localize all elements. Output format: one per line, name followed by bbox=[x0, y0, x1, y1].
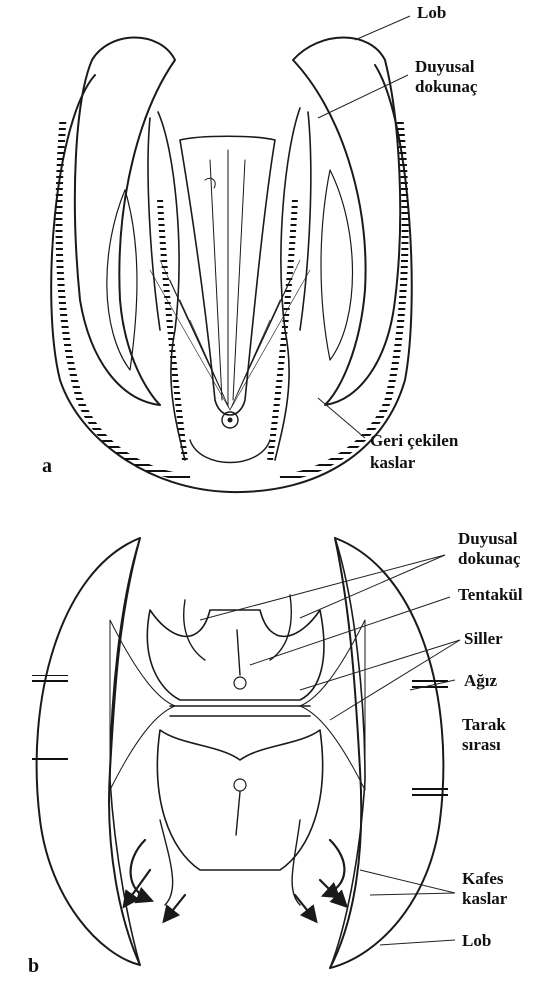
label-b-duyusal-line1: Duyusal bbox=[458, 529, 518, 548]
label-b-tarak-line1: Tarak bbox=[462, 715, 506, 734]
leader-b-kafes-2 bbox=[370, 893, 455, 895]
panel-b-comb-right-lower bbox=[412, 788, 448, 796]
panel-a-comb-row-right-outer bbox=[280, 120, 405, 478]
label-a-geri-line2: kaslar bbox=[370, 453, 416, 472]
panel-a-comb-row-left-inner bbox=[160, 200, 185, 460]
panel-b-left-body-edge bbox=[110, 538, 140, 965]
panel-a-drawing bbox=[51, 16, 412, 492]
panel-b-drawing bbox=[32, 538, 460, 968]
panel-a-comb-row-right-inner bbox=[270, 200, 295, 460]
panel-b-lower-oral-lobes bbox=[157, 730, 322, 870]
label-b-tentakul: Tentakül bbox=[458, 585, 523, 604]
panel-b-tentakul-stalk bbox=[237, 630, 240, 675]
panel-b-lower-mouth bbox=[234, 779, 246, 791]
panel-a-tag: a bbox=[42, 455, 52, 477]
leader-b-duyusal-2 bbox=[300, 555, 445, 618]
panel-b-comb-right-upper bbox=[412, 680, 448, 688]
leader-a-lob bbox=[355, 16, 410, 40]
label-a-geri-line1: Geri çekilen bbox=[370, 431, 459, 450]
leader-b-kafes-1 bbox=[360, 870, 455, 893]
label-b-agiz: Ağız bbox=[464, 671, 498, 690]
panel-a-statocyst-center bbox=[228, 418, 233, 423]
label-b-kafes-line1: Kafes bbox=[462, 869, 504, 888]
panel-a-left-tentacle-edge bbox=[148, 118, 160, 330]
panel-b-comb-left-lower bbox=[32, 755, 68, 763]
panel-b-comb-left-upper bbox=[32, 675, 68, 683]
panel-a-right-sac bbox=[321, 170, 353, 360]
panel-b-midline-slit bbox=[170, 706, 310, 716]
label-b-tarak-line2: sırası bbox=[462, 735, 501, 754]
leader-b-lob bbox=[380, 940, 455, 945]
panel-b-flow-arrows bbox=[125, 840, 345, 920]
panel-a-mouth-fringe bbox=[205, 178, 215, 188]
panel-b-tag: b bbox=[28, 955, 39, 977]
label-a-lob: Lob bbox=[417, 3, 446, 22]
panel-b-upper-mouth bbox=[234, 677, 246, 689]
panel-a-aboral-pole bbox=[190, 440, 270, 463]
label-b-lob: Lob bbox=[462, 931, 491, 950]
panel-b-upper-right-tentacle bbox=[270, 595, 291, 660]
leader-b-duyusal-1 bbox=[200, 555, 445, 620]
panel-b-right-lobe bbox=[330, 538, 443, 968]
label-a-duyusal-line1: Duyusal bbox=[415, 57, 475, 76]
label-b-siller: Siller bbox=[464, 629, 503, 648]
label-a-duyusal-line2: dokunaç bbox=[415, 77, 478, 96]
panel-b-lower-tentakul bbox=[236, 792, 240, 835]
label-b-duyusal-line2: dokunaç bbox=[458, 549, 521, 568]
leader-a-geri bbox=[318, 398, 365, 438]
panel-a-pharynx-canals bbox=[210, 150, 245, 405]
panel-b-upper-left-tentacle bbox=[184, 600, 205, 660]
panel-a-right-tentacle-edge bbox=[300, 112, 311, 330]
label-b-kafes-line2: kaslar bbox=[462, 889, 508, 908]
panel-b-lower-right-tentacle bbox=[292, 820, 300, 905]
